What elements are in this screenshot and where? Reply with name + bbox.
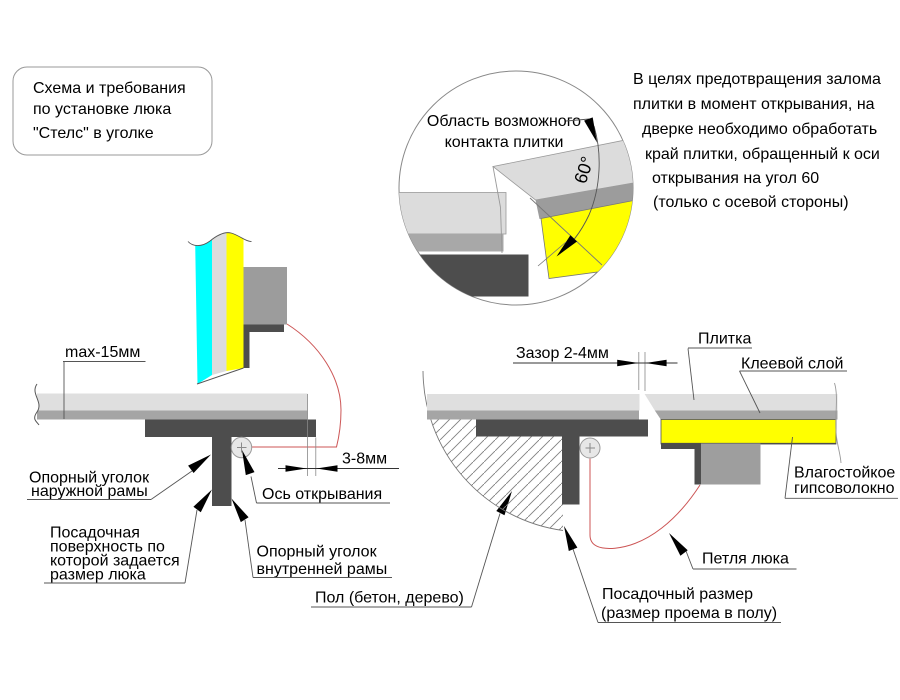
svg-text:размер люка: размер люка (50, 567, 146, 584)
svg-text:Петля люка: Петля люка (702, 551, 789, 568)
svg-text:Посадочный размер: Посадочный размер (602, 586, 753, 603)
svg-text:(только с осевой стороны): (только с осевой стороны) (653, 194, 849, 211)
svg-text:Опорный уголок: Опорный уголок (257, 544, 378, 561)
svg-text:Посадочная: Посадочная (50, 525, 140, 542)
svg-text:Плитка: Плитка (698, 331, 751, 348)
svg-text:В целях предотвращения залома: В целях предотвращения залома (633, 71, 881, 88)
svg-text:плитки в момент открывания, на: плитки в момент открывания, на (633, 96, 875, 113)
svg-text:которой задается: которой задается (50, 553, 180, 570)
svg-text:гипсоволокно: гипсоволокно (794, 480, 895, 497)
svg-text:наружной рамы: наружной рамы (31, 483, 148, 500)
svg-text:Схема и требования: Схема и требования (33, 80, 186, 97)
svg-text:открывания на угол 60: открывания на угол 60 (652, 170, 819, 187)
svg-text:внутренней рамы: внутренней рамы (257, 561, 388, 578)
svg-text:Зазор 2-4мм: Зазор 2-4мм (516, 345, 609, 362)
svg-text:max-15мм: max-15мм (65, 344, 140, 361)
svg-text:край плитки, обращенный к оси: край плитки, обращенный к оси (645, 146, 880, 163)
svg-text:Ось открывания: Ось открывания (262, 486, 382, 503)
svg-text:Клеевой слой: Клеевой слой (741, 356, 843, 373)
svg-text:поверхность по: поверхность по (50, 539, 165, 556)
svg-text:дверке необходимо обработать: дверке необходимо обработать (642, 121, 877, 138)
svg-text:(размер проема в полу): (размер проема в полу) (601, 605, 777, 622)
svg-text:3-8мм: 3-8мм (342, 451, 387, 468)
svg-text:Влагостойкое: Влагостойкое (794, 465, 895, 482)
svg-text:"Стелс" в уголке: "Стелс" в уголке (33, 125, 154, 142)
svg-text:Пол (бетон, дерево): Пол (бетон, дерево) (315, 590, 464, 607)
svg-text:контакта плитки: контакта плитки (445, 134, 564, 151)
svg-text:Область возможного: Область возможного (427, 113, 581, 130)
svg-text:по установке люка: по установке люка (33, 101, 171, 118)
svg-text:Опорный уголок: Опорный уголок (29, 470, 150, 487)
